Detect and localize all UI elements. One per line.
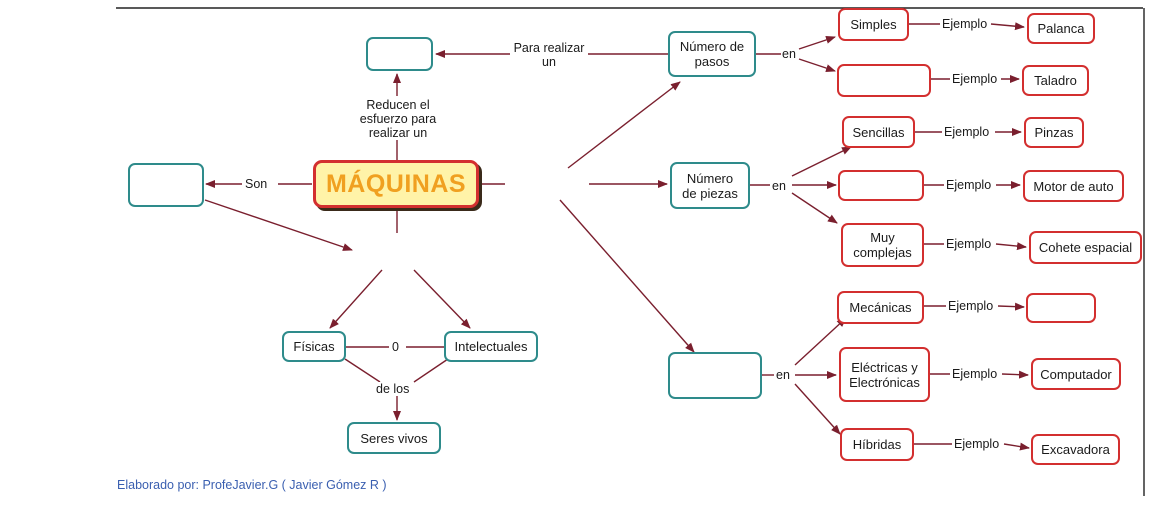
node-intelectuales: Intelectuales bbox=[444, 331, 538, 362]
node-cohete-espacial: Cohete espacial bbox=[1029, 231, 1142, 264]
empty-node-piezas-2 bbox=[838, 170, 924, 201]
link-label-en-lower: en bbox=[775, 368, 791, 382]
node-electricas: Eléctricas y Electrónicas bbox=[839, 347, 930, 402]
node-palanca: Palanca bbox=[1027, 13, 1095, 44]
link-label-ejemplo-4: Ejemplo bbox=[945, 178, 993, 192]
main-node-maquinas: MÁQUINAS bbox=[313, 160, 479, 208]
node-mecanicas: Mecánicas bbox=[837, 291, 924, 324]
link-label-ejemplo-1: Ejemplo bbox=[941, 17, 989, 31]
node-computador: Computador bbox=[1031, 358, 1121, 390]
node-taladro: Taladro bbox=[1022, 65, 1089, 96]
link-label-ejemplo-5: Ejemplo bbox=[945, 237, 993, 251]
link-label-ejemplo-7: Ejemplo bbox=[951, 367, 999, 381]
empty-node-left bbox=[128, 163, 204, 207]
link-label-para-realizar: Para realizar un bbox=[510, 41, 588, 69]
empty-node-bottom bbox=[668, 352, 762, 399]
link-label-ejemplo-2: Ejemplo bbox=[951, 72, 999, 86]
link-label-ejemplo-6: Ejemplo bbox=[947, 299, 995, 313]
link-label-ejemplo-3: Ejemplo bbox=[943, 125, 991, 139]
node-pinzas: Pinzas bbox=[1024, 117, 1084, 148]
node-hibridas: Híbridas bbox=[840, 428, 914, 461]
link-label-reducen: Reducen el esfuerzo para realizar un bbox=[352, 98, 444, 140]
node-muy-complejas: Muy complejas bbox=[841, 223, 924, 267]
node-sencillas: Sencillas bbox=[842, 116, 915, 148]
empty-node-mecanicas-example bbox=[1026, 293, 1096, 323]
link-label-en-pasos: en bbox=[781, 47, 797, 61]
node-excavadora: Excavadora bbox=[1031, 434, 1120, 465]
link-label-son: Son bbox=[244, 177, 269, 191]
node-fisicas: Físicas bbox=[282, 331, 346, 362]
node-numero-piezas: Número de piezas bbox=[670, 162, 750, 209]
author-credit: Elaborado por: ProfeJavier.G ( Javier Gó… bbox=[117, 478, 387, 492]
node-simples: Simples bbox=[838, 8, 909, 41]
node-numero-pasos: Número de pasos bbox=[668, 31, 756, 77]
link-label-de-los: de los bbox=[375, 382, 411, 396]
node-motor-auto: Motor de auto bbox=[1023, 170, 1124, 202]
empty-node-pasos-2 bbox=[837, 64, 931, 97]
link-label-ejemplo-8: Ejemplo bbox=[953, 437, 1001, 451]
empty-node-top bbox=[366, 37, 433, 71]
node-seres-vivos: Seres vivos bbox=[347, 422, 441, 454]
link-label-en-piezas: en bbox=[771, 179, 787, 193]
link-label-o: 0 bbox=[391, 340, 400, 354]
